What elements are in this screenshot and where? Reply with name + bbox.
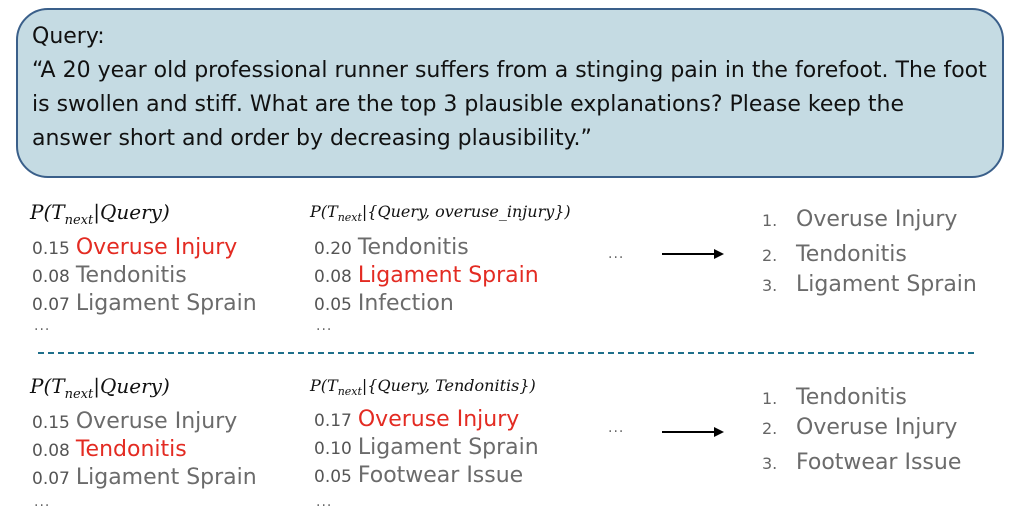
ranked-p2-1: 1.Tendonitis xyxy=(762,385,907,410)
query-box: Query: “A 20 year old professional runne… xyxy=(16,8,1004,178)
query-text: “A 20 year old professional runner suffe… xyxy=(32,58,987,151)
dashed-divider xyxy=(38,352,974,354)
ranked-p2-3: 3.Footwear Issue xyxy=(762,450,962,475)
arrow-icon xyxy=(662,427,724,437)
ranked-p1-1: 1.Overuse Injury xyxy=(762,207,958,232)
ranked-p2-2: 2.Overuse Injury xyxy=(762,415,958,440)
ranked-p1-3: 3.Ligament Sprain xyxy=(762,272,977,297)
query-title: Query: xyxy=(32,24,105,49)
formula-p2-col2: P(Tnext|{Query, Tendonitis}) xyxy=(310,376,536,399)
ellipsis-p1-mid: ... xyxy=(608,246,625,262)
ellipsis-p2-c1: ... xyxy=(34,494,51,510)
ellipsis-p1-c2: ... xyxy=(316,318,333,334)
formula-p1-col1: P(Tnext|Query) xyxy=(30,200,170,228)
ellipsis-p2-mid: ... xyxy=(608,420,625,436)
ranked-p1-2: 2.Tendonitis xyxy=(762,242,907,267)
ellipsis-p1-c1: ... xyxy=(34,318,51,334)
formula-p1-col2: P(Tnext|{Query, overuse_injury}) xyxy=(310,202,571,225)
formula-p2-col1: P(Tnext|Query) xyxy=(30,374,170,402)
arrow-icon xyxy=(662,249,724,259)
ellipsis-p2-c2: ... xyxy=(316,494,333,510)
